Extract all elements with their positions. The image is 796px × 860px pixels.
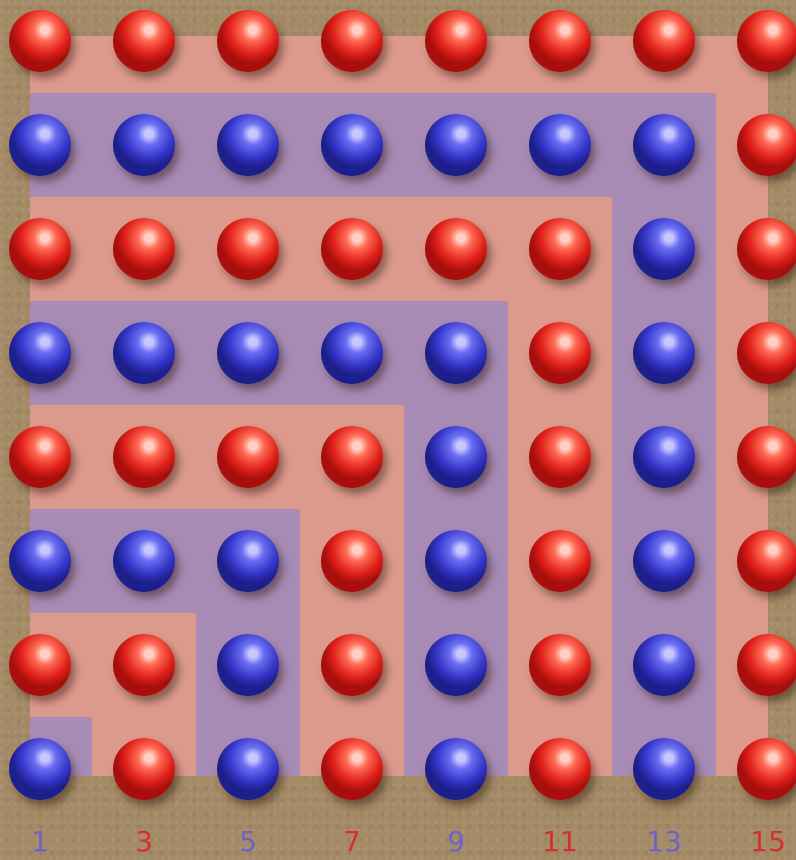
column-label: 11 [530,824,590,860]
column-label: 3 [114,824,174,860]
column-label: 5 [218,824,278,860]
column-label: 7 [322,824,382,860]
column-label: 13 [634,824,694,860]
column-label: 9 [426,824,486,860]
column-label: 1 [10,824,70,860]
column-label: 15 [738,824,796,860]
